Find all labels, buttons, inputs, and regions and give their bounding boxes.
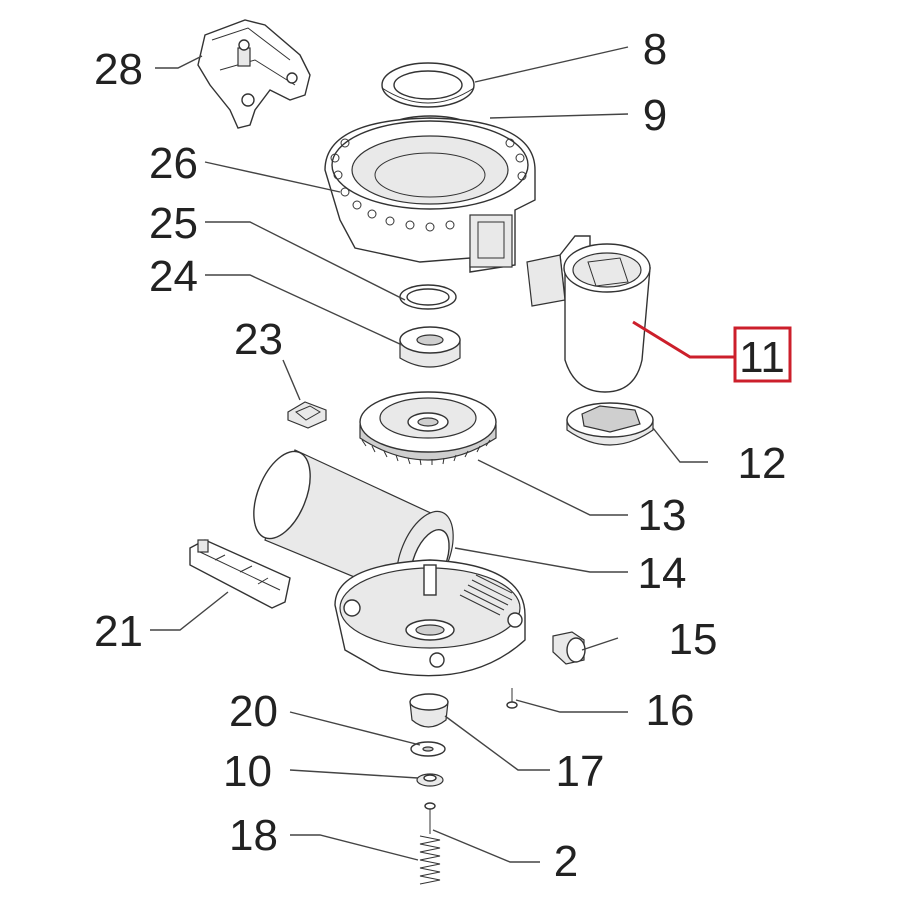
label-13: 13 [638, 491, 687, 540]
label-23: 23 [234, 315, 283, 364]
label-8: 8 [643, 25, 667, 74]
part-10-nut [416, 773, 444, 787]
label-26: 26 [149, 139, 198, 188]
part-14-motor [253, 449, 526, 677]
part-21-latch [189, 539, 291, 609]
part-2-screw [424, 802, 436, 834]
part-13-gear [359, 391, 497, 466]
label-25: 25 [149, 199, 198, 248]
label-20: 20 [229, 687, 278, 736]
part-16-screw [506, 688, 518, 709]
label-18: 18 [229, 811, 278, 860]
part-12-ring [566, 402, 654, 446]
label-11: 11 [739, 333, 785, 382]
part-24-bushing [399, 326, 461, 368]
label-15: 15 [669, 615, 718, 664]
part-17-cup [409, 693, 449, 728]
part-28-bracket [197, 19, 311, 129]
label-10: 10 [223, 747, 272, 796]
part-8-ring [381, 62, 475, 108]
label-12: 12 [738, 439, 787, 488]
part-25-oring [399, 284, 457, 310]
label-9: 9 [643, 91, 667, 140]
label-21: 21 [94, 607, 143, 656]
label-28: 28 [94, 45, 143, 94]
label-14: 14 [638, 549, 687, 598]
part-23-clip [287, 401, 327, 429]
label-24: 24 [149, 252, 198, 301]
part-18-spring [419, 835, 441, 885]
part-labels: 28 8 9 26 25 24 23 11 12 13 14 21 15 16 … [94, 25, 786, 886]
part-15-cap [552, 631, 586, 665]
label-17: 17 [556, 747, 605, 796]
highlight-part-11 [632, 320, 792, 383]
leader-lines [150, 46, 708, 863]
highlight-box [733, 326, 792, 383]
label-16: 16 [646, 686, 695, 735]
label-2: 2 [554, 837, 578, 886]
part-26-housing [324, 117, 536, 273]
part-11-hopper [526, 235, 651, 393]
